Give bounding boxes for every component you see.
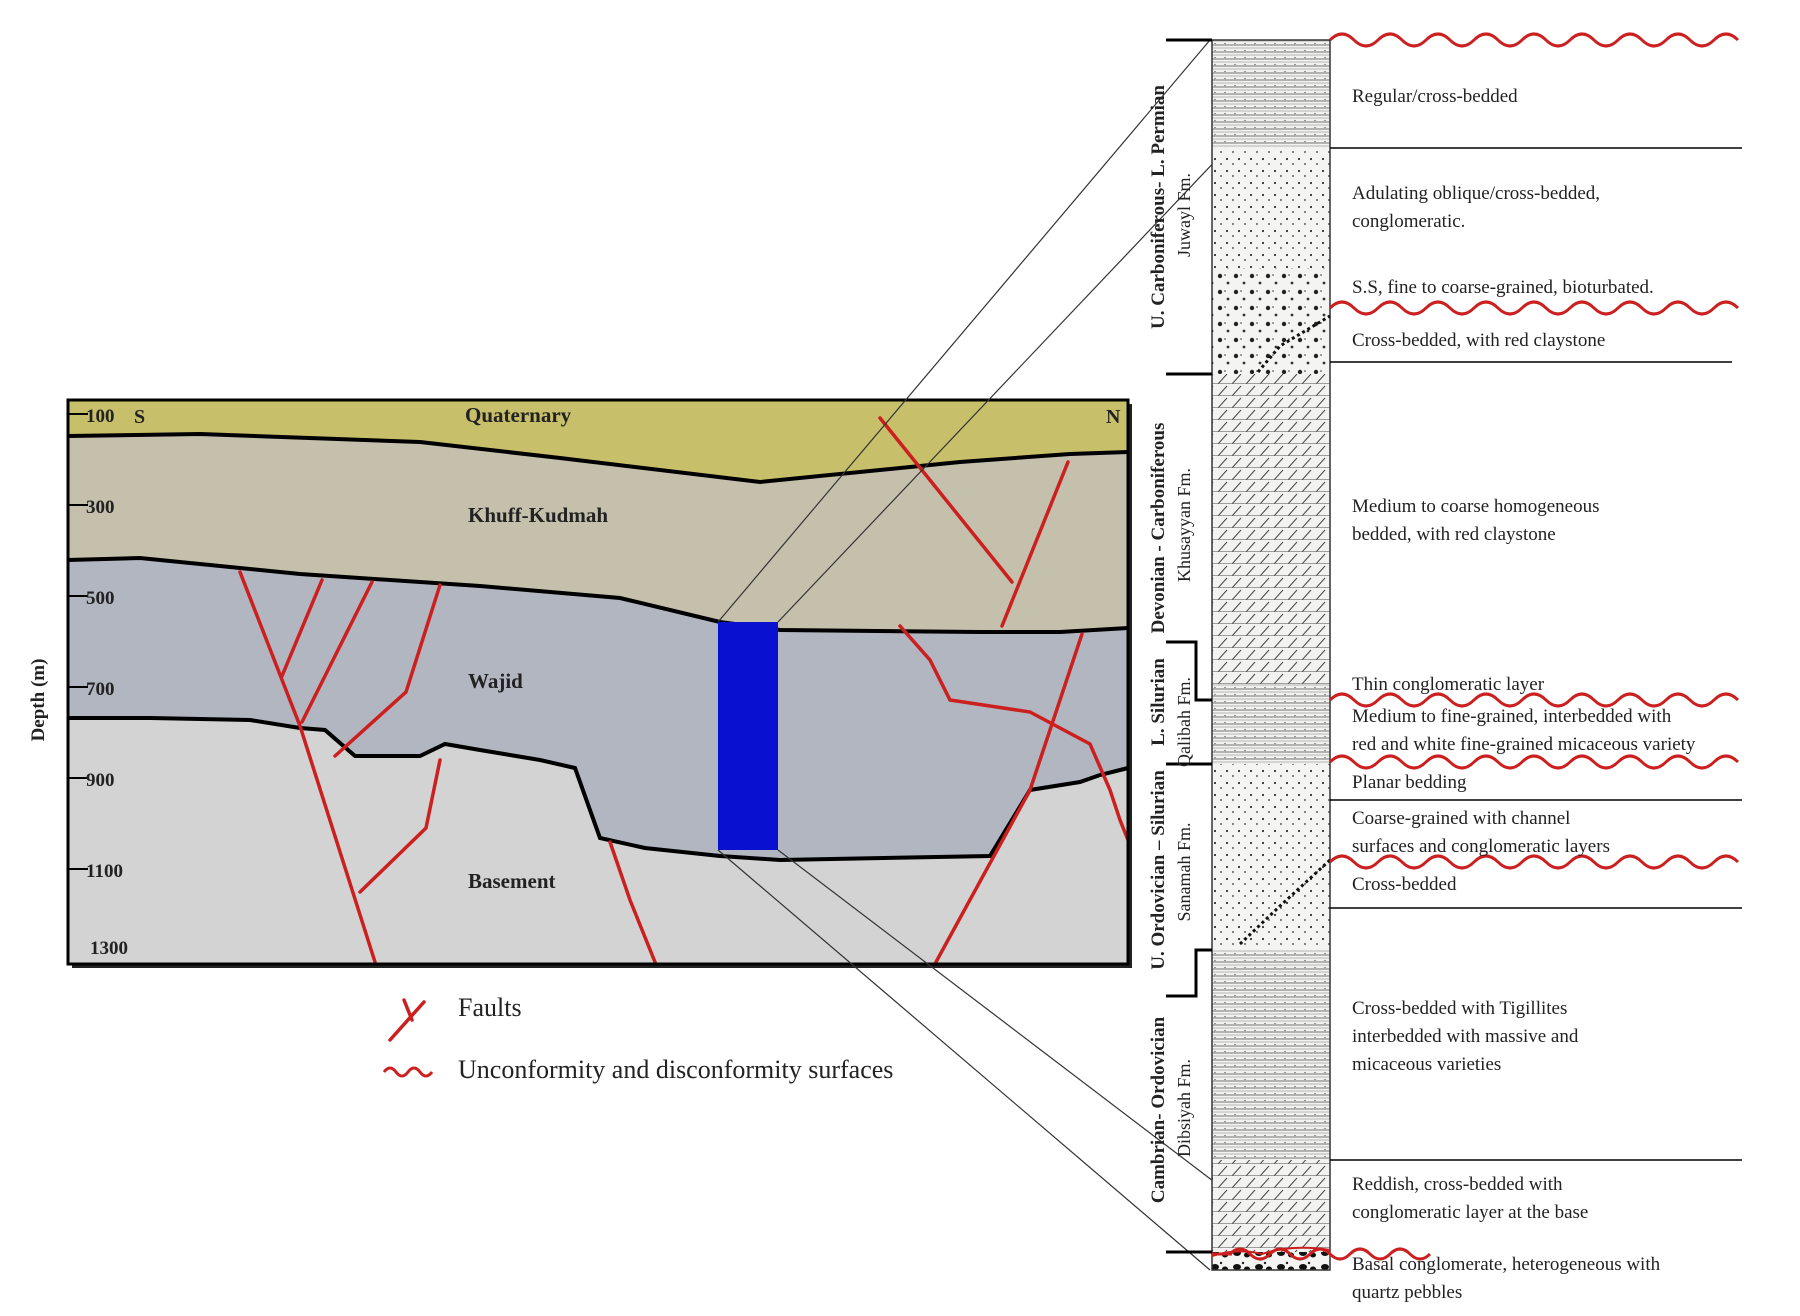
fault-line bbox=[878, 416, 1014, 584]
depth-tick-label: 700 bbox=[86, 679, 115, 700]
depth-tick-label: 100 bbox=[86, 406, 115, 427]
depth-axis-label: Depth (m) bbox=[28, 659, 49, 742]
period-label: U. Carboniferous- L. Permian bbox=[1148, 85, 1169, 329]
unconformity-legend-label: Unconformity and disconformity surfaces bbox=[458, 1055, 893, 1084]
unconformity-line bbox=[1228, 1247, 1432, 1261]
unconformity-line bbox=[1328, 754, 1740, 770]
lithology-block bbox=[1212, 374, 1330, 684]
lithology-block bbox=[1212, 40, 1330, 148]
fault-lines bbox=[238, 416, 1130, 964]
period-label: L. Silurian bbox=[1148, 658, 1169, 746]
south-label: S bbox=[134, 406, 145, 428]
period-bracket bbox=[1166, 948, 1212, 998]
wajid-label: Wajid bbox=[468, 669, 523, 693]
formation-label: Khusayyan Fm. bbox=[1174, 468, 1194, 582]
unit-description: Thin conglomeratic layer bbox=[1352, 674, 1545, 695]
unconformity-line bbox=[1328, 32, 1740, 48]
quaternary-label: Quaternary bbox=[465, 403, 572, 427]
lithology-block bbox=[1212, 684, 1330, 764]
unit-description: Regular/cross-bedded bbox=[1352, 86, 1518, 107]
wajid-unit bbox=[68, 558, 1128, 860]
fault-line bbox=[280, 578, 324, 678]
fault-line bbox=[358, 758, 442, 894]
basement-label: Basement bbox=[468, 869, 556, 893]
unit-description: Adulating oblique/cross-bedded,conglomer… bbox=[1352, 183, 1600, 232]
fault-line bbox=[333, 583, 442, 758]
unconformity-lines bbox=[1212, 32, 1740, 1261]
description-separators bbox=[1330, 147, 1742, 1161]
khuff-kudmah-unit bbox=[68, 434, 1128, 632]
khuff-kudmah-label: Khuff-Kudmah bbox=[468, 503, 608, 527]
column-outline bbox=[1211, 39, 1331, 1271]
depth-tick-label: 1100 bbox=[86, 861, 123, 882]
unit-description: Cross-bedded bbox=[1352, 874, 1457, 895]
cross-bed-surface bbox=[1256, 314, 1331, 373]
formation-label: Sanamah Fm. bbox=[1174, 823, 1194, 922]
description-text: Regular/cross-bedded Adulating oblique/c… bbox=[1352, 86, 1696, 1303]
north-label: N bbox=[1106, 406, 1121, 428]
formation-label: Qalibah Fm. bbox=[1174, 677, 1194, 767]
depth-tick-label: 1300 bbox=[90, 938, 128, 959]
period-label: U. Ordovician – Silurian bbox=[1148, 770, 1169, 970]
lithology-block bbox=[1212, 764, 1330, 950]
depth-tick-label: 300 bbox=[86, 497, 115, 518]
lithology-block bbox=[1212, 1252, 1330, 1270]
period-label: Cambrian- Ordovician bbox=[1148, 1016, 1169, 1203]
depth-tick-label: 500 bbox=[86, 588, 115, 609]
fault-line bbox=[934, 632, 1084, 964]
column-location-bar bbox=[718, 622, 778, 850]
fault-legend-icon bbox=[388, 998, 426, 1042]
section-frame bbox=[66, 398, 1130, 966]
unconformity-line bbox=[1328, 692, 1740, 708]
legend: Faults Unconformity and disconformity su… bbox=[382, 993, 893, 1084]
faults-legend-label: Faults bbox=[458, 993, 522, 1022]
unconformity-line bbox=[1328, 300, 1740, 316]
fault-line bbox=[898, 624, 1130, 842]
stratigraphic-column: U. Carboniferous- L. Permian Devonian - … bbox=[1148, 32, 1742, 1303]
period-bracket bbox=[1166, 640, 1212, 702]
unconformity-line bbox=[1328, 854, 1740, 870]
formation-label: Juwayl Fm. bbox=[1174, 173, 1194, 257]
unit-description: Medium to fine-grained, interbedded with… bbox=[1352, 706, 1696, 755]
unit-description: Planar bedding bbox=[1352, 772, 1467, 793]
formation-label: Dibsiyah Fm. bbox=[1174, 1059, 1194, 1157]
cross-bed-surface bbox=[1238, 858, 1332, 946]
fault-line bbox=[608, 840, 657, 964]
unit-description: Cross-bedded, with red claystone bbox=[1352, 330, 1605, 351]
depth-ticks bbox=[68, 413, 88, 870]
lithology-block bbox=[1212, 1160, 1330, 1252]
depth-tick-label: 900 bbox=[86, 770, 115, 791]
cross-section: 100 300 500 700 900 1100 1300 S N Quater… bbox=[28, 398, 1132, 968]
fault-line bbox=[238, 570, 377, 964]
unit-description: S.S, fine to coarse-grained, bioturbated… bbox=[1352, 277, 1654, 298]
lithology-block bbox=[1212, 950, 1330, 1160]
fault-line bbox=[1000, 460, 1070, 628]
quaternary-unit bbox=[68, 400, 1128, 482]
unconformity-legend-icon bbox=[382, 1066, 434, 1078]
period-label: Devonian - Carboniferous bbox=[1148, 423, 1169, 634]
lithology-block bbox=[1212, 148, 1330, 268]
fault-line bbox=[300, 580, 374, 724]
base-unconformity-fill bbox=[1211, 1246, 1331, 1257]
